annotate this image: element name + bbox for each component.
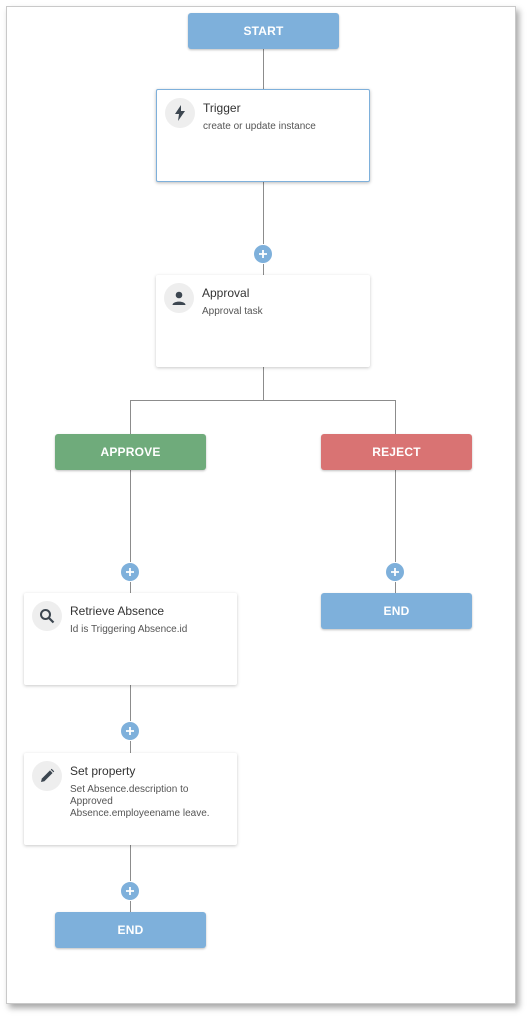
pencil-icon (32, 761, 62, 791)
connector-split-approve (130, 400, 131, 434)
connector-approval-split (263, 367, 264, 401)
plus-icon (126, 568, 134, 576)
connector-split-horizontal (130, 400, 396, 401)
plus-icon (126, 727, 134, 735)
lightning-icon (165, 98, 195, 128)
person-icon (164, 283, 194, 313)
add-step-reject-button[interactable] (385, 562, 405, 582)
add-step-approve-button[interactable] (120, 562, 140, 582)
end-node-approve[interactable]: END (55, 912, 206, 948)
set-property-title: Set property (70, 764, 136, 778)
set-property-description: Set Absence.description to Approved Abse… (70, 784, 210, 819)
set-property-card[interactable]: Set property Set Absence.description to … (24, 753, 237, 845)
connector-start-trigger (263, 48, 264, 90)
workflow-canvas: START Trigger create or update instance … (6, 6, 516, 1004)
trigger-description: create or update instance (203, 121, 316, 132)
approval-description: Approval task (202, 306, 263, 317)
trigger-title: Trigger (203, 101, 241, 115)
connector-trigger-approval (263, 181, 264, 276)
plus-icon (391, 568, 399, 576)
plus-icon (259, 250, 267, 258)
connector-retrieve-setprop (130, 685, 131, 753)
retrieve-absence-description: Id is Triggering Absence.id (70, 624, 188, 635)
approval-title: Approval (202, 286, 250, 300)
add-step-button-2[interactable] (120, 721, 140, 741)
plus-icon (126, 887, 134, 895)
reject-branch[interactable]: REJECT (321, 434, 472, 470)
connector-approve-retrieve (130, 469, 131, 594)
end-node-reject[interactable]: END (321, 593, 472, 629)
search-icon (32, 601, 62, 631)
add-step-button[interactable] (253, 244, 273, 264)
trigger-card[interactable]: Trigger create or update instance (156, 89, 370, 182)
connector-split-reject (395, 400, 396, 434)
add-step-button-3[interactable] (120, 881, 140, 901)
connector-reject-end (395, 469, 396, 594)
connector-setprop-end (130, 845, 131, 913)
approve-branch[interactable]: APPROVE (55, 434, 206, 470)
start-node[interactable]: START (188, 13, 339, 49)
retrieve-absence-title: Retrieve Absence (70, 604, 165, 618)
approval-card[interactable]: Approval Approval task (156, 275, 370, 367)
retrieve-absence-card[interactable]: Retrieve Absence Id is Triggering Absenc… (24, 593, 237, 685)
